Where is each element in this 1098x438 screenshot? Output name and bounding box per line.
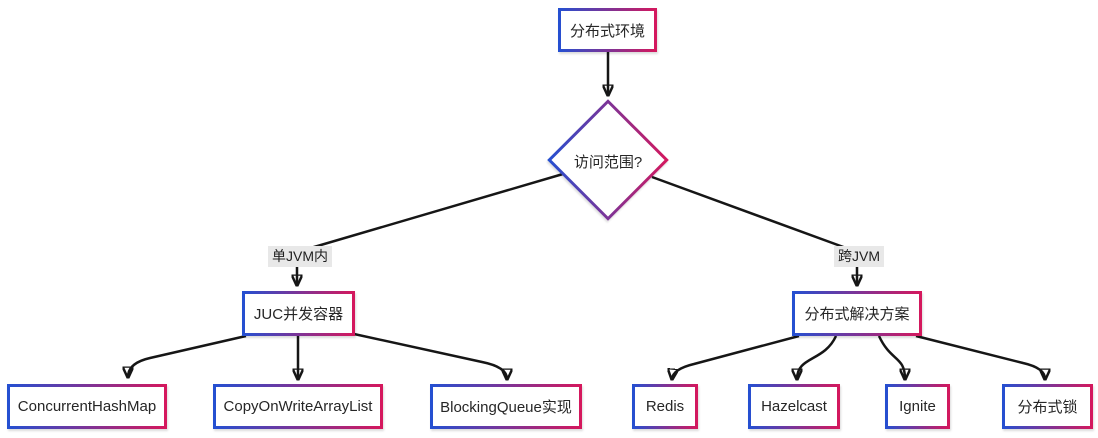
- node-distributed-solutions: 分布式解决方案: [792, 291, 922, 336]
- node-distributed-environment-label: 分布式环境: [561, 11, 654, 49]
- node-copyonwritearraylist: CopyOnWriteArrayList: [213, 384, 383, 429]
- node-distributed-solutions-label: 分布式解决方案: [795, 294, 919, 333]
- node-distributed-lock-label: 分布式锁: [1005, 387, 1090, 426]
- edge-dist-to-ignite: [877, 335, 905, 379]
- edge-juc-to-bq: [353, 332, 507, 379]
- node-juc-concurrent-containers-label: JUC并发容器: [245, 294, 352, 333]
- edge-dist-to-hazelcast: [797, 335, 838, 379]
- edge-label-single-jvm: 单JVM内: [268, 246, 332, 267]
- node-redis: Redis: [632, 384, 698, 429]
- node-juc-concurrent-containers: JUC并发容器: [242, 291, 355, 336]
- node-blockingqueue-impl: BlockingQueue实现: [430, 384, 582, 429]
- edge-dist-to-redis: [672, 334, 800, 379]
- node-access-scope-decision-label: 访问范围?: [573, 154, 643, 171]
- node-concurrenthashmap: ConcurrentHashMap: [7, 384, 167, 429]
- edge-label-cross-jvm: 跨JVM: [834, 246, 884, 267]
- node-blockingqueue-impl-label: BlockingQueue实现: [433, 387, 579, 426]
- edge-decision-to-juc: [297, 172, 564, 285]
- node-redis-label: Redis: [635, 387, 695, 426]
- node-distributed-lock: 分布式锁: [1002, 384, 1093, 429]
- node-ignite-label: Ignite: [888, 387, 947, 426]
- node-ignite: Ignite: [885, 384, 950, 429]
- node-copyonwritearraylist-label: CopyOnWriteArrayList: [216, 387, 380, 426]
- node-distributed-environment: 分布式环境: [558, 8, 657, 52]
- node-hazelcast: Hazelcast: [748, 384, 840, 429]
- edge-juc-to-chm: [128, 334, 247, 377]
- node-concurrenthashmap-label: ConcurrentHashMap: [10, 387, 164, 426]
- edge-dist-to-lock: [915, 334, 1045, 379]
- edge-decision-to-dist: [651, 175, 857, 285]
- node-hazelcast-label: Hazelcast: [751, 387, 837, 426]
